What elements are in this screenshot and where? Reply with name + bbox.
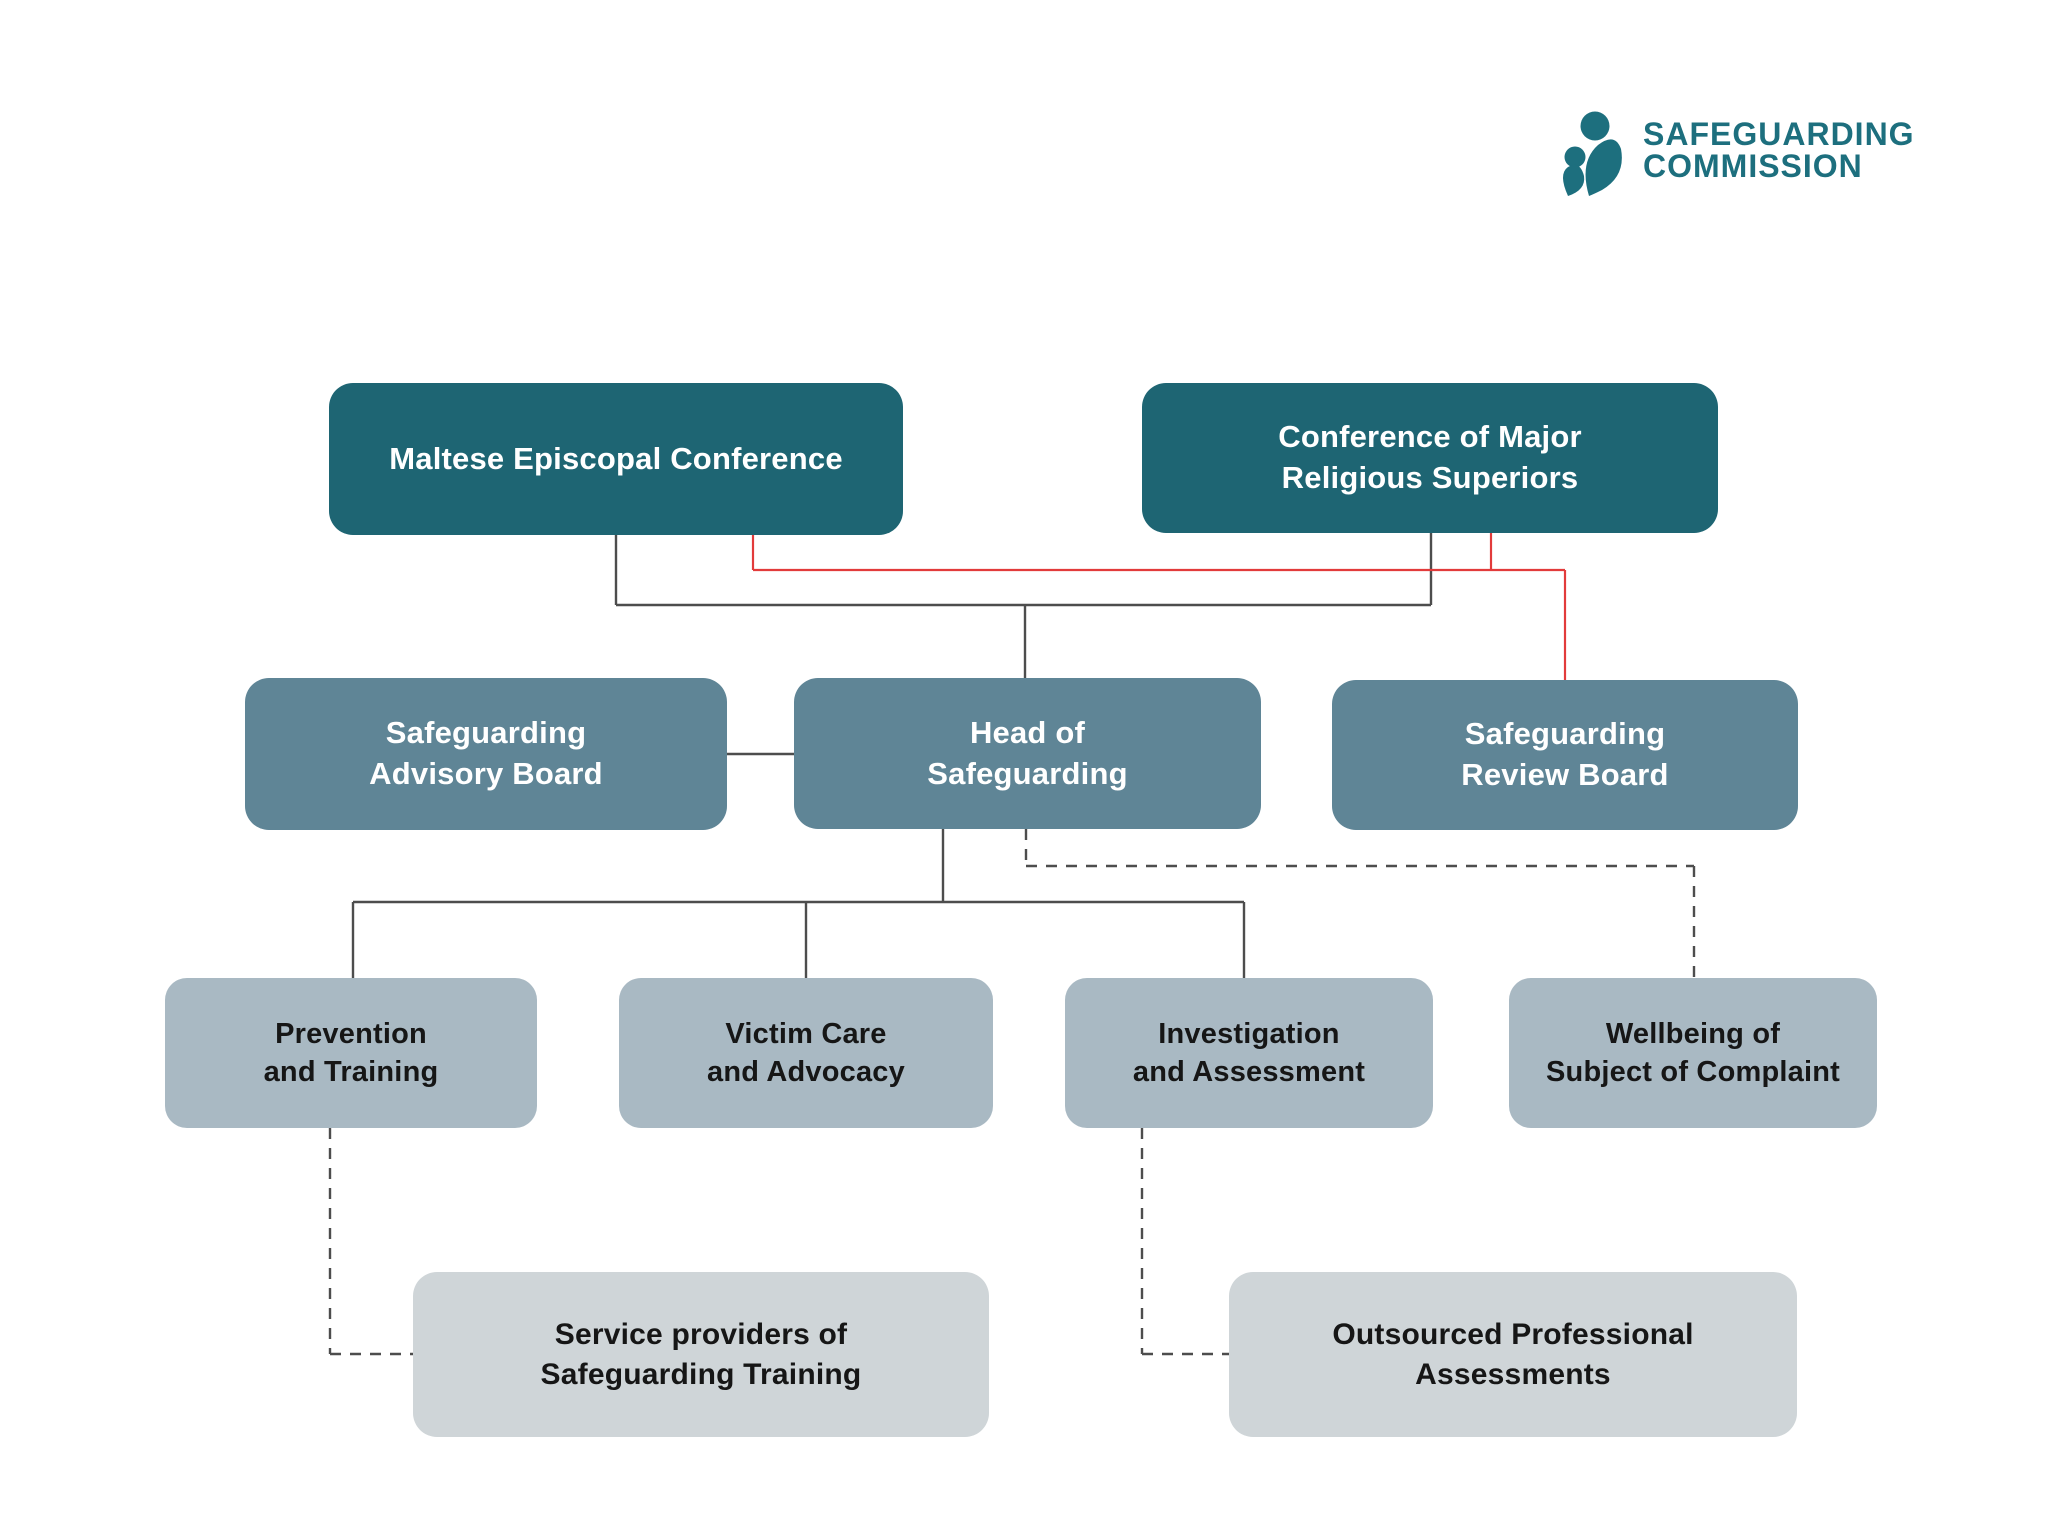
node-head-of-safeguarding: Head of Safeguarding <box>794 678 1261 829</box>
adult-head-shape <box>1580 111 1610 141</box>
node-safeguarding-advisory-board: Safeguarding Advisory Board <box>245 678 727 830</box>
adult-and-child-figures-icon <box>1563 111 1622 196</box>
node-service-providers-of-safeguarding-training: Service providers of Safeguarding Traini… <box>413 1272 989 1437</box>
logo-line-1: SAFEGUARDING <box>1643 116 1915 152</box>
safeguarding-commission-logo: SAFEGUARDING COMMISSION <box>1558 104 1915 196</box>
node-safeguarding-review-board: Safeguarding Review Board <box>1332 680 1798 830</box>
node-wellbeing-of-subject-of-complaint: Wellbeing of Subject of Complaint <box>1509 978 1877 1128</box>
node-victim-care-and-advocacy: Victim Care and Advocacy <box>619 978 993 1128</box>
logo-wordmark: SAFEGUARDING COMMISSION <box>1643 118 1915 182</box>
node-outsourced-professional-assessments: Outsourced Professional Assessments <box>1229 1272 1797 1437</box>
node-maltese-episcopal-conference: Maltese Episcopal Conference <box>329 383 903 535</box>
child-leaf-shape <box>1563 164 1585 196</box>
node-prevention-and-training: Prevention and Training <box>165 978 537 1128</box>
logo-line-2: COMMISSION <box>1643 148 1863 184</box>
adult-leaf-shape <box>1585 139 1622 196</box>
child-head-shape <box>1564 146 1586 168</box>
node-conference-of-major-religious-superiors: Conference of Major Religious Superiors <box>1142 383 1718 533</box>
node-investigation-and-assessment: Investigation and Assessment <box>1065 978 1433 1128</box>
